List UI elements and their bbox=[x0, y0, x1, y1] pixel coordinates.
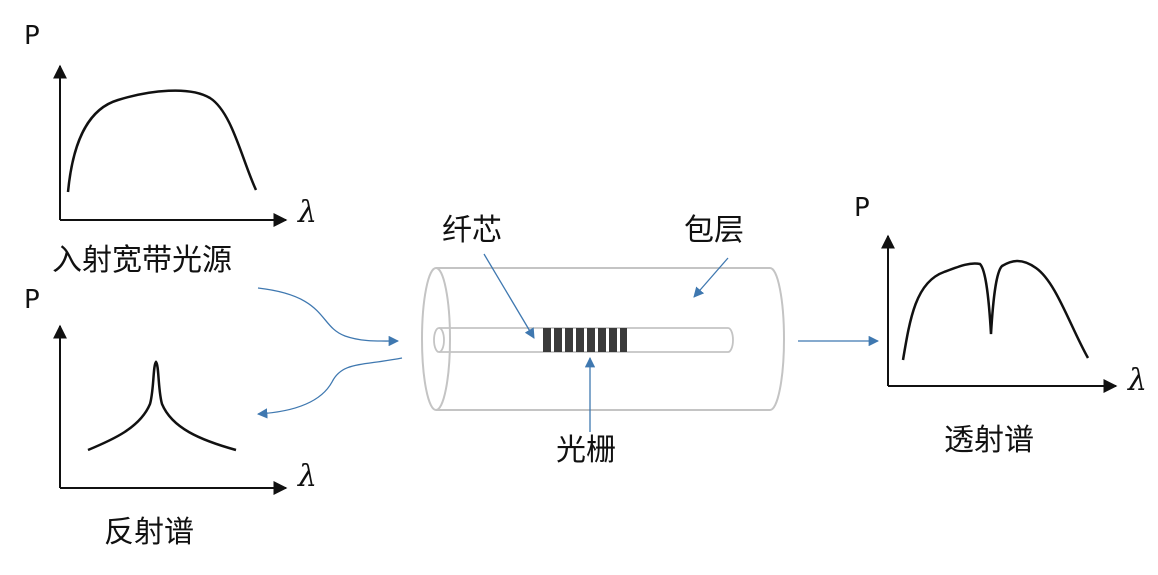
grating-period bbox=[576, 328, 584, 352]
grating-period bbox=[609, 328, 617, 352]
cladding-label: 包层 bbox=[684, 213, 744, 248]
light-flow-arrows bbox=[256, 287, 880, 419]
source-label: 入射宽带光源 bbox=[52, 243, 232, 278]
transmission-p-axis-label: P bbox=[854, 193, 870, 223]
source-spectrum-curve bbox=[66, 89, 258, 193]
reflection-spectrum-curve bbox=[87, 360, 237, 452]
reflection-lambda-axis-label: λ bbox=[297, 459, 317, 494]
grating-region bbox=[543, 328, 627, 352]
reflection-label: 反射谱 bbox=[104, 515, 194, 550]
reflected-light-arrow bbox=[256, 357, 403, 419]
grating-period bbox=[543, 328, 551, 352]
fiber-bragg-grating: 纤芯 包层 光栅 bbox=[421, 213, 785, 468]
fiber-core bbox=[439, 327, 734, 353]
grating-period bbox=[565, 328, 573, 352]
grating-period bbox=[587, 328, 595, 352]
cladding-front-face bbox=[421, 267, 451, 411]
transmission-spectrum-plot: P λ 透射谱 bbox=[854, 193, 1147, 458]
reflection-spectrum-plot: P λ 反射谱 bbox=[24, 285, 317, 550]
cladding-pointer-arrow bbox=[693, 257, 729, 298]
grating-period bbox=[598, 328, 606, 352]
source-p-axis-label: P bbox=[24, 21, 40, 51]
incident-light-arrow bbox=[257, 287, 400, 347]
source-lambda-axis-label: λ bbox=[297, 195, 317, 230]
core-pointer-arrow bbox=[483, 253, 535, 339]
fiber-core-front-face bbox=[433, 327, 445, 353]
grating-period bbox=[620, 328, 627, 352]
core-label: 纤芯 bbox=[442, 213, 502, 248]
transmission-label: 透射谱 bbox=[944, 423, 1034, 458]
reflection-p-axis-label: P bbox=[24, 285, 40, 315]
cladding-cylinder bbox=[436, 267, 785, 411]
source-spectrum-plot: P λ 入射宽带光源 bbox=[24, 21, 317, 278]
transmission-lambda-axis-label: λ bbox=[1127, 363, 1147, 398]
transmission-spectrum-curve bbox=[901, 259, 1090, 361]
grating-period bbox=[554, 328, 562, 352]
grating-label: 光栅 bbox=[556, 433, 616, 468]
